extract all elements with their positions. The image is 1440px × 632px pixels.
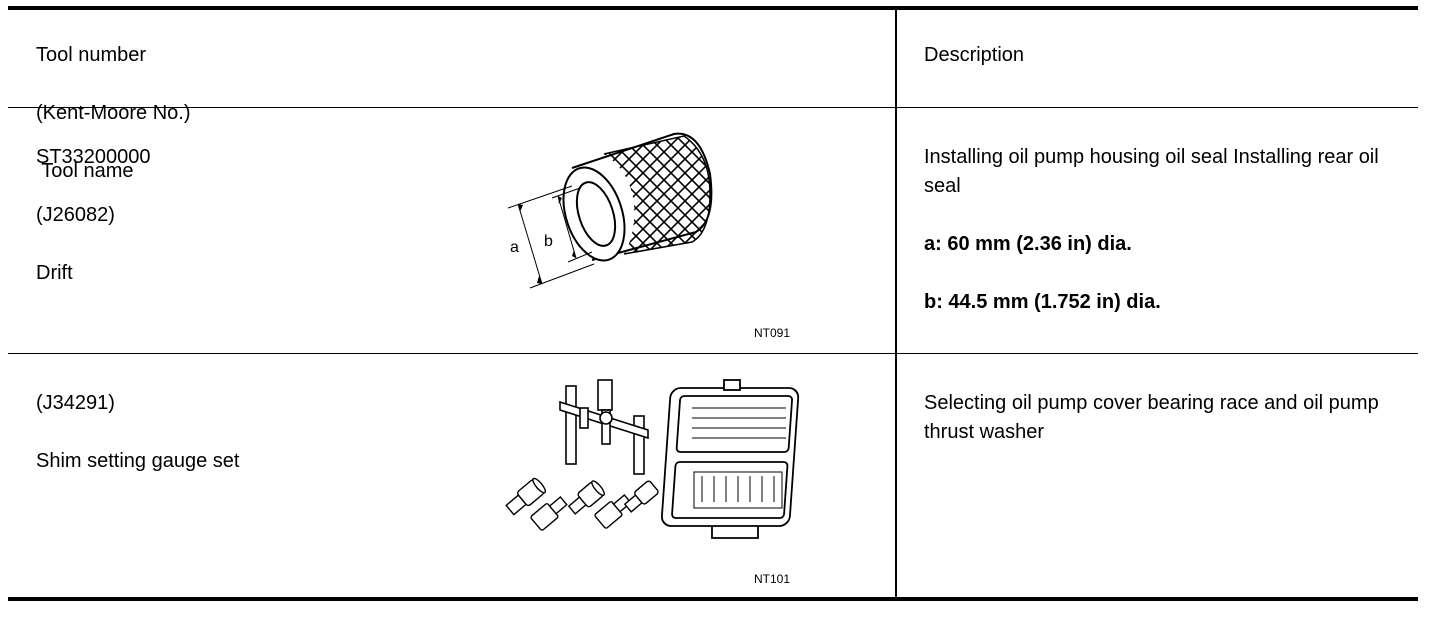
- header-tool-name: Tool name: [36, 160, 134, 182]
- header-description: Description: [924, 44, 1025, 66]
- header-kent-moore: (Kent-Moore No.): [36, 102, 191, 124]
- row1-description: Installing oil pump housing oil seal Ins…: [924, 114, 1404, 346]
- row1-kent-moore-number: (J26082): [36, 204, 115, 226]
- row2-tool-info: (J34291) Shim setting gauge set: [36, 360, 239, 505]
- row1-tool-number: ST33200000: [36, 146, 151, 168]
- row1-dimension-a: a: 60 mm (2.36 in) dia.: [924, 233, 1132, 255]
- row2-tool-name: Shim setting gauge set: [36, 450, 240, 472]
- row1-dimension-b: b: 44.5 mm (1.752 in) dia.: [924, 291, 1161, 313]
- column-divider: [895, 10, 897, 597]
- figure-code-nt091: NT091: [754, 326, 791, 340]
- drift-illustration: a b: [507, 132, 713, 289]
- shim-gauge-set-illustration: [505, 379, 800, 539]
- row1-tool-name: Drift: [36, 262, 73, 284]
- row2-description-text: Selecting oil pump cover bearing race an…: [924, 392, 1379, 443]
- row2-kent-moore-number: (J34291): [36, 392, 115, 414]
- row1-description-text: Installing oil pump housing oil seal Ins…: [924, 146, 1379, 197]
- header-tool-number: Tool number: [36, 44, 147, 66]
- figure-code-nt101: NT101: [754, 572, 791, 586]
- row2-description: Selecting oil pump cover bearing race an…: [924, 360, 1404, 476]
- label-a: a: [510, 239, 519, 256]
- row-divider: [8, 353, 1418, 354]
- table-bottom-rule: [8, 597, 1418, 601]
- table-top-rule: [8, 6, 1418, 10]
- header-divider: [8, 107, 1418, 108]
- label-b: b: [544, 233, 553, 250]
- header-tool-column: Tool number (Kent-Moore No.) Tool name: [36, 12, 191, 215]
- row1-tool-info: ST33200000 (J26082) Drift: [36, 114, 151, 317]
